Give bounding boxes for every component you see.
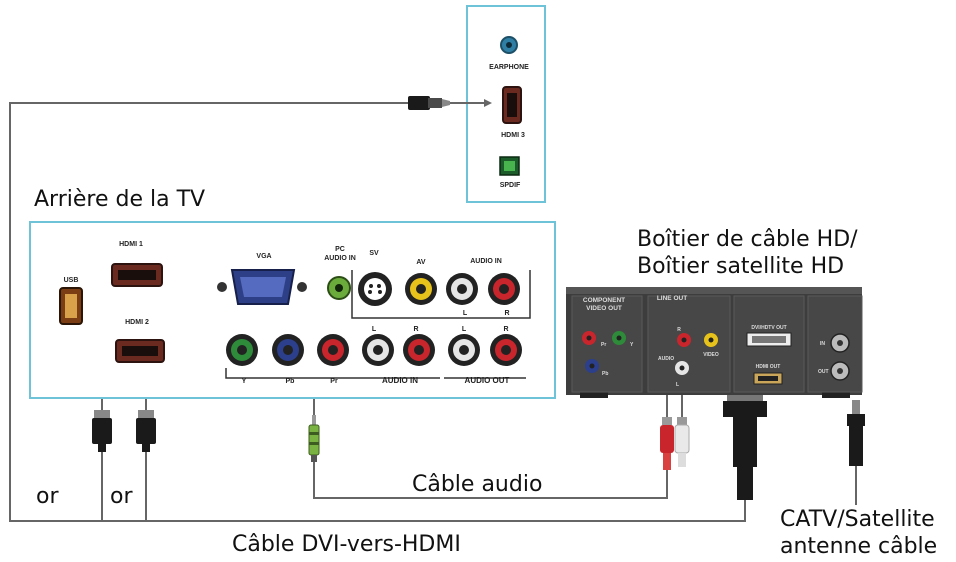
spdif-label: SPDIF: [500, 182, 521, 189]
tv-back-panel: USB HDMI 1 HDMI 2 VGA: [29, 221, 556, 399]
pc-audio-in-jack: [327, 276, 351, 300]
audio-cable-label: Câble audio: [412, 472, 543, 497]
hdmi2-plug: [136, 410, 156, 452]
audio-in-bottom-r-jack: [403, 334, 435, 366]
av-jack: [405, 273, 437, 305]
hdmi2-label: HDMI 2: [125, 319, 149, 326]
stb-component-label-1: COMPONENT: [583, 297, 625, 304]
audio-out-r-jack: [490, 334, 522, 366]
set-top-box: COMPONENT VIDEO OUT LINE OUT Pr Y Pb R A…: [566, 287, 863, 398]
l-out-label: L: [462, 326, 467, 333]
stb-in-label: IN: [820, 341, 825, 347]
dvi-cable-label: Câble DVI-vers-HDMI: [232, 532, 461, 557]
stb-audio-r-jack: [677, 333, 691, 347]
audio-in-r-jack: [488, 273, 520, 305]
sv-port: [358, 272, 392, 306]
hdmi1-port: [111, 263, 163, 287]
r-bottom-label: R: [413, 326, 418, 333]
vga-label: VGA: [256, 253, 271, 260]
stb-pb-jack: [585, 359, 599, 373]
l-top-label: L: [463, 310, 468, 317]
usb-port: [59, 287, 83, 325]
stb-y-label: Y: [630, 342, 634, 348]
stb-label-line2: Boîtier satellite HD: [637, 254, 845, 279]
usb-label: USB: [64, 277, 79, 284]
antenna-plug: [847, 400, 865, 466]
or-label-2: or: [110, 484, 133, 509]
dvi-plug: [723, 395, 767, 500]
r-top-label: R: [504, 310, 509, 317]
audio-in-bottom-label: AUDIO IN: [382, 376, 418, 385]
audio-in-top-label: AUDIO IN: [470, 258, 502, 265]
l-bottom-label: L: [372, 326, 377, 333]
y-label: Y: [242, 378, 247, 385]
hdmi3-port: [502, 86, 522, 124]
stb-pb-label: Pb: [602, 371, 608, 377]
rca-red-plug: [660, 417, 674, 470]
pc-label: PC: [335, 246, 345, 253]
pb-label: Pb: [286, 378, 295, 385]
pc-audio-plug: [308, 415, 320, 462]
stb-out-label: OUT: [818, 369, 829, 375]
stb-r-label: R: [677, 327, 681, 333]
stb-y-jack: [612, 331, 626, 345]
sv-label: SV: [369, 250, 379, 257]
audio-out-l-jack: [448, 334, 480, 366]
hdmi2-port: [115, 339, 165, 363]
catv-label: CATV/Satellite antenne câble: [780, 506, 937, 560]
pb-jack: [272, 334, 304, 366]
stb-label: Boîtier de câble HD/ Boîtier satellite H…: [637, 226, 858, 280]
stb-label-line1: Boîtier de câble HD/: [637, 227, 858, 252]
av-label: AV: [416, 259, 426, 266]
hdmi3-label: HDMI 3: [501, 132, 525, 139]
stb-antenna-in: [830, 333, 850, 353]
catv-label-line1: CATV/Satellite: [780, 507, 935, 532]
arrow-icon: [452, 99, 492, 107]
side-panel: EARPHONE HDMI 3 SPDIF: [466, 5, 546, 203]
stb-pr-label: Pr: [601, 342, 606, 348]
catv-label-line2: antenne câble: [780, 534, 938, 559]
earphone-label: EARPHONE: [489, 64, 529, 71]
hdmi1-label: HDMI 1: [119, 241, 143, 248]
tv-back-label: Arrière de la TV: [34, 187, 206, 212]
stb-audio-label: AUDIO: [658, 356, 674, 362]
vga-port: [217, 269, 307, 305]
stb-l-label: L: [676, 382, 679, 388]
hdmi1-plug: [92, 410, 112, 452]
or-label-1: or: [36, 484, 59, 509]
stb-line-out-label: LINE OUT: [657, 295, 687, 302]
stb-dvi-port: [746, 332, 792, 347]
stb-hdmi-port: [753, 372, 783, 385]
pr-jack: [317, 334, 349, 366]
r-out-label: R: [503, 326, 508, 333]
y-jack: [226, 334, 258, 366]
rca-white-plug: [674, 417, 690, 467]
pc-audio-in-label: AUDIO IN: [324, 255, 356, 262]
audio-in-bottom-l-jack: [362, 334, 394, 366]
audio-in-l-jack: [446, 273, 478, 305]
stb-dvi-out-label: DVI/HDTV OUT: [751, 325, 786, 331]
stb-antenna-out: [830, 361, 850, 381]
pr-label: Pr: [330, 378, 338, 385]
stb-hdmi-out-label: HDMI OUT: [756, 364, 781, 370]
stb-pr-jack: [582, 331, 596, 345]
stb-component-label-2: VIDEO OUT: [586, 305, 622, 312]
stb-audio-l-jack: [675, 361, 689, 375]
hdmi3-connector: [408, 96, 450, 110]
stb-video-jack: [704, 333, 718, 347]
audio-out-label: AUDIO OUT: [465, 376, 510, 385]
stb-video-label: VIDEO: [703, 352, 719, 358]
spdif-port: [499, 156, 520, 176]
